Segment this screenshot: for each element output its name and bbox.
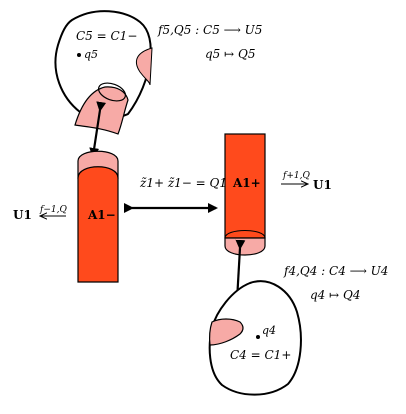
bottom-set-label: C4 = C1+: [230, 348, 291, 362]
right-map-target: U1: [313, 178, 332, 192]
right-cylinder-band: [224, 237, 266, 256]
left-cylinder-label: A1−: [87, 208, 116, 222]
map4-assignment: q4 ↦ Q4: [310, 288, 360, 302]
top-blob-pink-patch: [136, 47, 153, 86]
right-cylinder-label: A1+: [232, 176, 261, 190]
middle-relation: z̃1+ z̃1− = Q1: [139, 176, 227, 190]
right-cylinder-body: [224, 133, 266, 239]
top-blob-c5: C5 = C1− q5: [54, 10, 153, 135]
left-cylinder: A1−: [77, 150, 119, 283]
bottom-blob-pink-patch: [209, 318, 244, 346]
left-map-target: U1: [13, 208, 32, 222]
top-bridge-ellipse: [97, 82, 127, 102]
bottom-point-label: q4: [262, 324, 276, 337]
top-blob-outline: [54, 10, 152, 120]
map5-signature: f5,Q5 : C5 ⟶ U5: [157, 23, 262, 37]
top-point-q5: [77, 53, 81, 57]
right-cylinder: A1+: [224, 133, 266, 256]
bottom-blob-c4: q4 C4 = C1+: [208, 280, 302, 396]
bottom-point-q4: [256, 335, 260, 339]
arrow-top-vertical: [89, 101, 107, 158]
right-cylinder-band-line: [224, 230, 266, 239]
top-point-label: q5: [84, 48, 98, 61]
left-map-label: f−1,Q: [39, 205, 67, 215]
left-cylinder-body: [77, 166, 119, 283]
map5-assignment: q5 ↦ Q5: [205, 47, 255, 61]
right-map-label: f+1,Q: [282, 171, 310, 181]
map4-signature: f4,Q4 : C4 ⟶ U4: [283, 264, 388, 278]
top-set-label: C5 = C1−: [76, 29, 137, 43]
